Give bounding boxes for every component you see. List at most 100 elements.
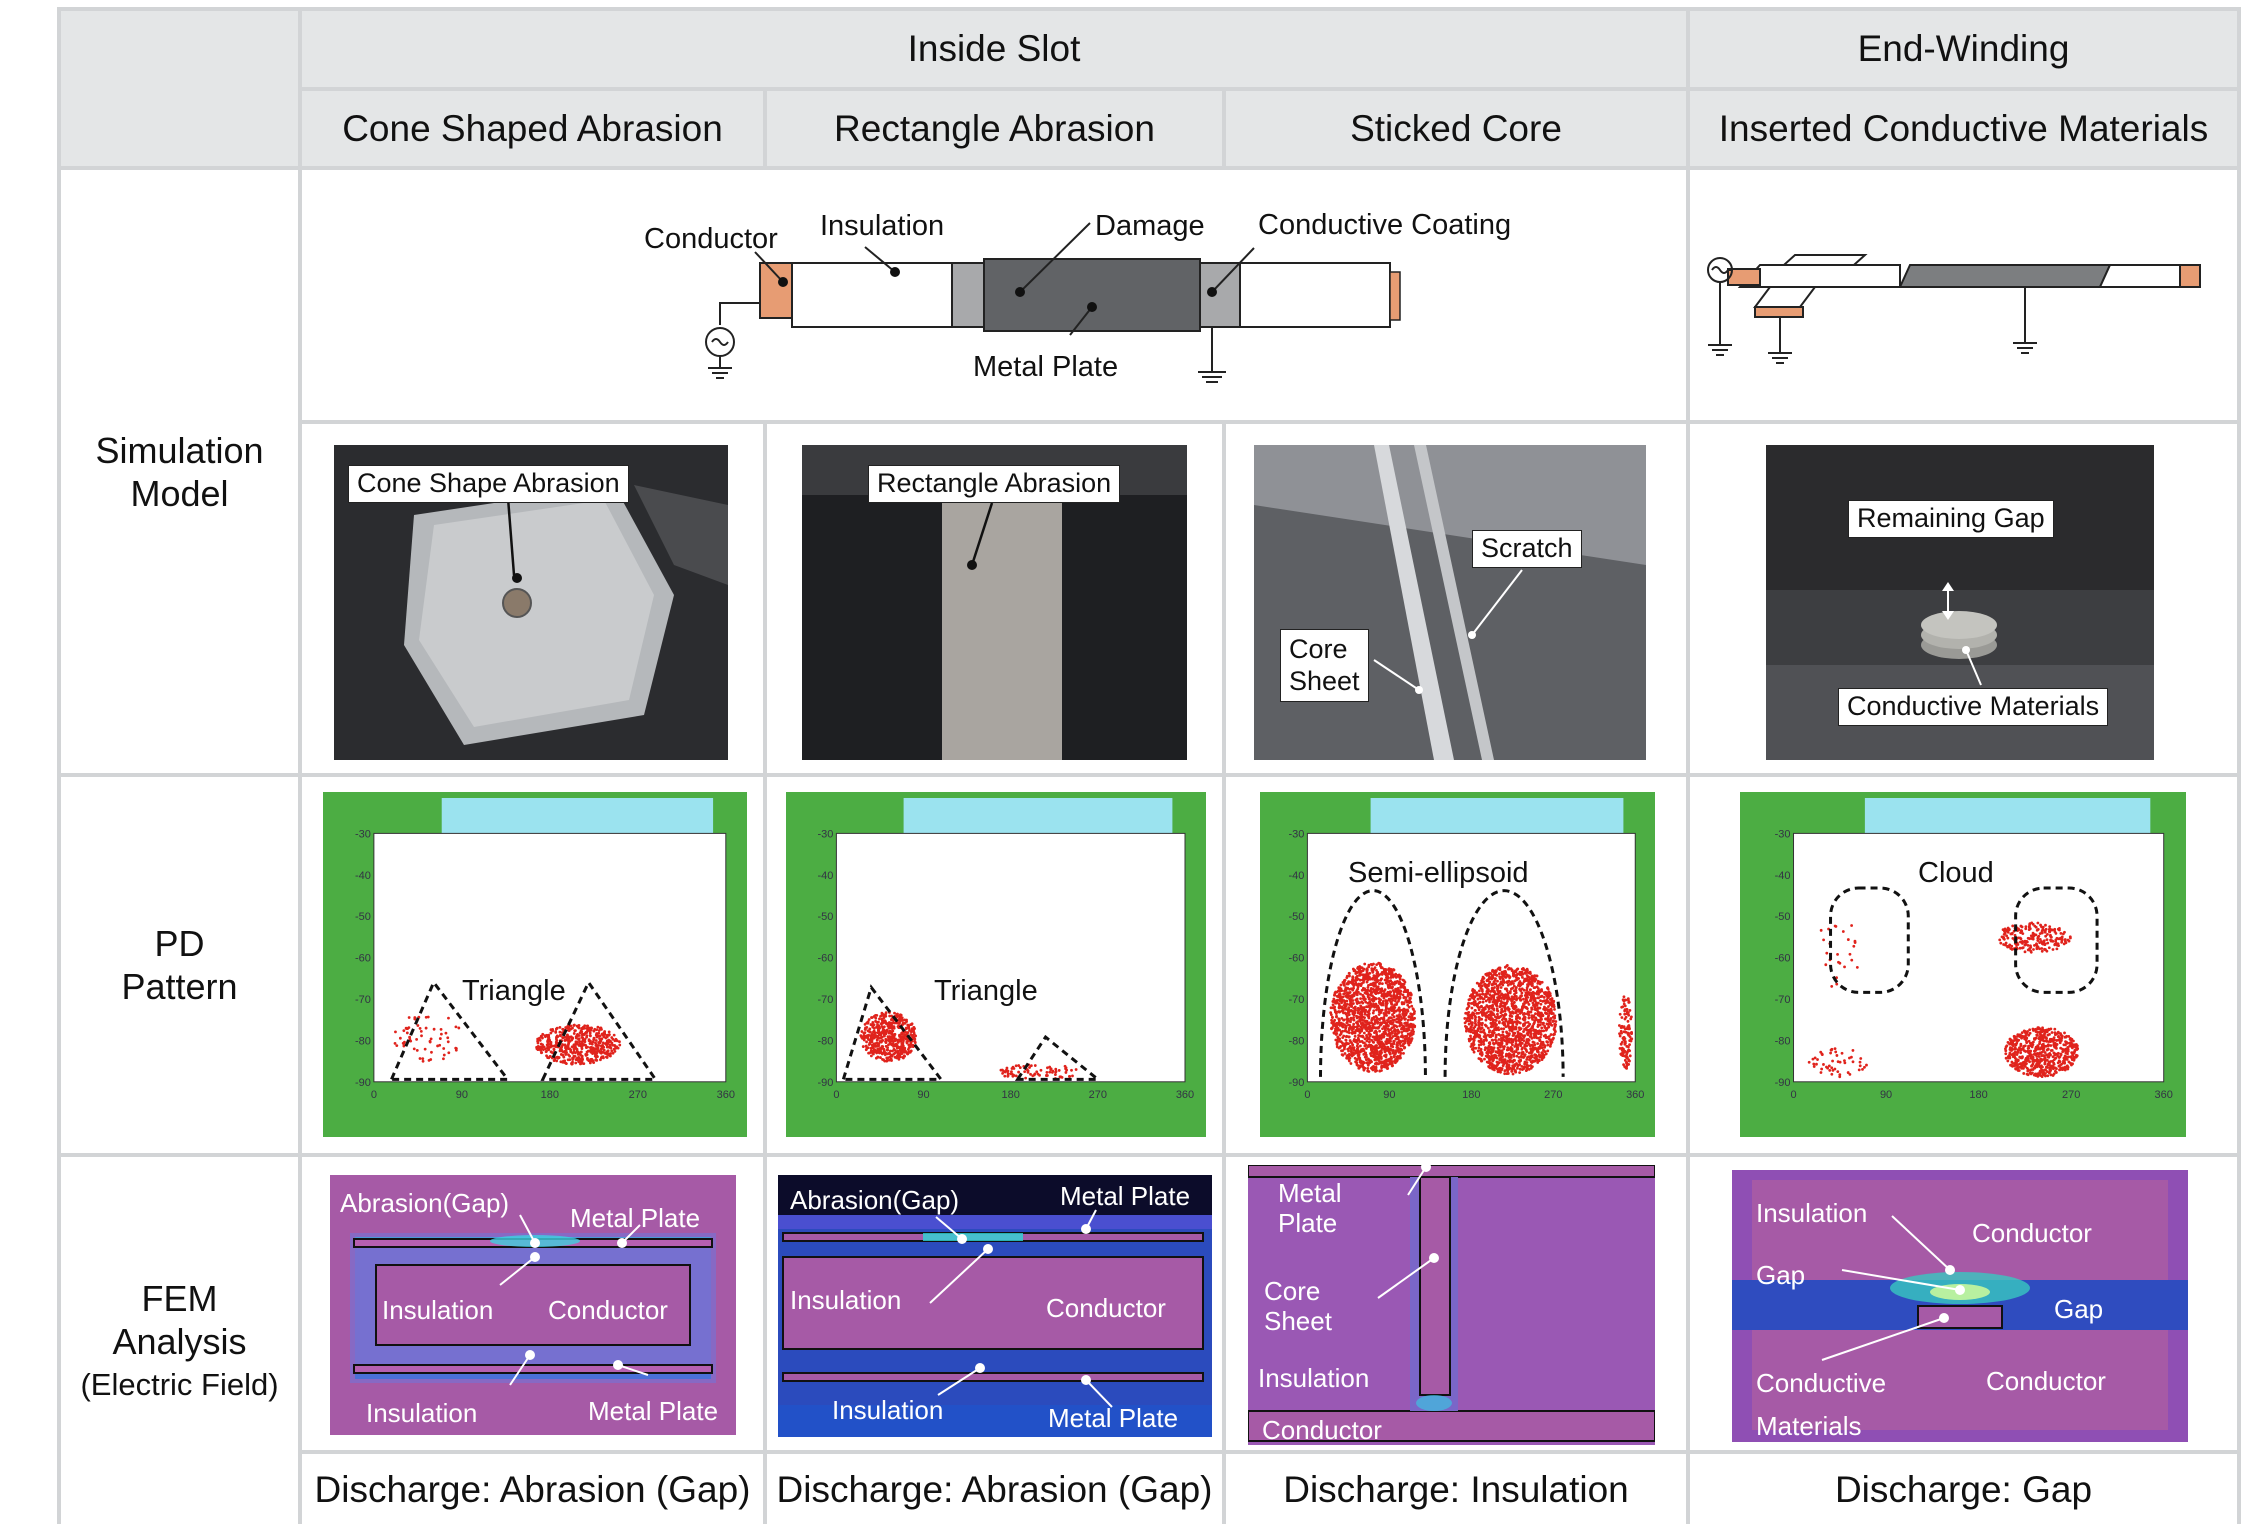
x-tick: 180 [541, 1089, 559, 1101]
y-tick: -70 [1288, 994, 1304, 1006]
y-tick: -50 [817, 911, 833, 923]
row-label-line: PD [154, 922, 204, 965]
fem4-conductor-bot: Conductor [1986, 1368, 2106, 1395]
x-tick: 0 [1790, 1089, 1796, 1101]
row-label-line: (Electric Field) [80, 1363, 278, 1406]
x-tick: 90 [917, 1089, 929, 1101]
label-insulation: Insulation [820, 212, 944, 241]
label-line: Sheet [1289, 665, 1360, 697]
fem1-metal-plate-bot: Metal Plate [588, 1398, 718, 1425]
y-tick: -40 [1775, 870, 1791, 882]
discharge-sticked-core: Discharge: Insulation [1224, 1452, 1688, 1527]
row-label-line: Model [130, 472, 228, 515]
x-tick: 180 [1462, 1089, 1480, 1101]
fem-label-line: Sheet [1264, 1307, 1332, 1337]
row-label-line: FEM [142, 1277, 218, 1320]
row-label-simulation-model: Simulation Model [59, 168, 300, 775]
photo-sticked-core [1254, 445, 1646, 760]
y-tick: -80 [355, 1035, 371, 1047]
y-tick: -60 [1288, 953, 1304, 965]
fem4-gap-left: Gap [1756, 1262, 1805, 1289]
row-label-line: Analysis [112, 1320, 246, 1363]
fem-label-line: Materials [1756, 1405, 1886, 1448]
x-tick: 270 [1089, 1089, 1107, 1101]
label-damage: Damage [1095, 212, 1205, 241]
fem-cone: Abrasion(Gap) Metal Plate Insulation Con… [330, 1175, 736, 1435]
fem1-abrasion: Abrasion(Gap) [340, 1190, 509, 1217]
pd-label-triangle-2: Triangle [934, 977, 1038, 1006]
fem-label-line: Metal [1278, 1179, 1342, 1209]
header-inserted-conductive-materials: Inserted Conductive Materials [1688, 89, 2239, 168]
row-label-line: Pattern [121, 965, 237, 1008]
y-tick: -60 [1775, 953, 1791, 965]
pd-label-cloud: Cloud [1918, 859, 1994, 888]
x-tick: 360 [717, 1089, 735, 1101]
fem2-conductor: Conductor [1046, 1295, 1166, 1322]
y-tick: -90 [355, 1077, 371, 1089]
fem-sticked-core: Metal Plate Core Sheet Insulation Conduc… [1248, 1165, 1655, 1445]
label-metal-plate: Metal Plate [973, 353, 1118, 382]
fem2-metal-plate-top: Metal Plate [1060, 1183, 1190, 1210]
y-tick: -90 [817, 1077, 833, 1089]
y-tick: -70 [355, 994, 371, 1006]
fem3-conductor: Conductor [1262, 1417, 1382, 1444]
fem1-metal-plate-top: Metal Plate [570, 1205, 700, 1232]
end-winding-model-diagram [1700, 225, 2220, 375]
x-tick: 360 [1626, 1089, 1644, 1101]
row-label-line: Simulation [95, 429, 263, 472]
label-scratch: Scratch [1472, 530, 1582, 568]
y-tick: -30 [817, 828, 833, 840]
y-tick: -40 [1288, 870, 1304, 882]
y-tick: -40 [817, 870, 833, 882]
label-core-sheet: Core Sheet [1280, 629, 1369, 702]
fem-end-winding: Insulation Conductor Gap Gap Conductive … [1732, 1170, 2188, 1442]
label-line: Core [1289, 633, 1360, 665]
x-tick: 90 [1880, 1089, 1892, 1101]
y-tick: -50 [1775, 911, 1791, 923]
discharge-rectangle: Discharge: Abrasion (Gap) [765, 1452, 1224, 1527]
y-tick: -60 [817, 953, 833, 965]
fem1-insulation-bot: Insulation [366, 1400, 477, 1427]
y-tick: -30 [1775, 828, 1791, 840]
fem1-conductor: Conductor [548, 1297, 668, 1324]
label-conductive-materials: Conductive Materials [1838, 688, 2108, 726]
row-label-pd-pattern: PD Pattern [59, 775, 300, 1155]
header-sticked-core: Sticked Core [1224, 89, 1688, 168]
x-tick: 360 [2155, 1089, 2173, 1101]
x-tick: 270 [2062, 1089, 2080, 1101]
label-conductive-coating: Conductive Coating [1258, 211, 1511, 240]
y-tick: -70 [1775, 994, 1791, 1006]
label-remaining-gap: Remaining Gap [1848, 500, 2054, 538]
x-tick: 270 [629, 1089, 647, 1101]
header-inside-slot: Inside Slot [300, 9, 1688, 89]
fem3-metal-plate: Metal Plate [1278, 1179, 1342, 1239]
pd-label-semi-ellipsoid: Semi-ellipsoid [1348, 859, 1529, 888]
fem4-gap-right: Gap [2054, 1296, 2103, 1323]
x-tick: 0 [371, 1089, 377, 1101]
fem4-conductive-materials: Conductive Materials [1756, 1362, 1886, 1448]
fem2-abrasion: Abrasion(Gap) [790, 1187, 959, 1214]
fem-label-line: Core [1264, 1277, 1332, 1307]
y-tick: -30 [1288, 828, 1304, 840]
label-cone-shape-abrasion: Cone Shape Abrasion [348, 465, 629, 503]
fem-label-line: Plate [1278, 1209, 1342, 1239]
fem2-metal-plate-bot: Metal Plate [1048, 1405, 1178, 1432]
fem4-conductor-top: Conductor [1972, 1220, 2092, 1247]
x-tick: 180 [1002, 1089, 1020, 1101]
y-tick: -80 [1775, 1035, 1791, 1047]
y-tick: -60 [355, 953, 371, 965]
y-tick: -90 [1775, 1077, 1791, 1089]
x-tick: 0 [1304, 1089, 1310, 1101]
y-tick: -50 [355, 911, 371, 923]
label-rectangle-abrasion: Rectangle Abrasion [868, 465, 1120, 503]
header-cone-shaped-abrasion: Cone Shaped Abrasion [300, 89, 765, 168]
y-tick: -50 [1288, 911, 1304, 923]
header-end-winding: End-Winding [1688, 9, 2239, 89]
y-tick: -40 [355, 870, 371, 882]
discharge-cone: Discharge: Abrasion (Gap) [300, 1452, 765, 1527]
fem4-insulation: Insulation [1756, 1200, 1867, 1227]
fem1-insulation-mid: Insulation [382, 1297, 493, 1324]
